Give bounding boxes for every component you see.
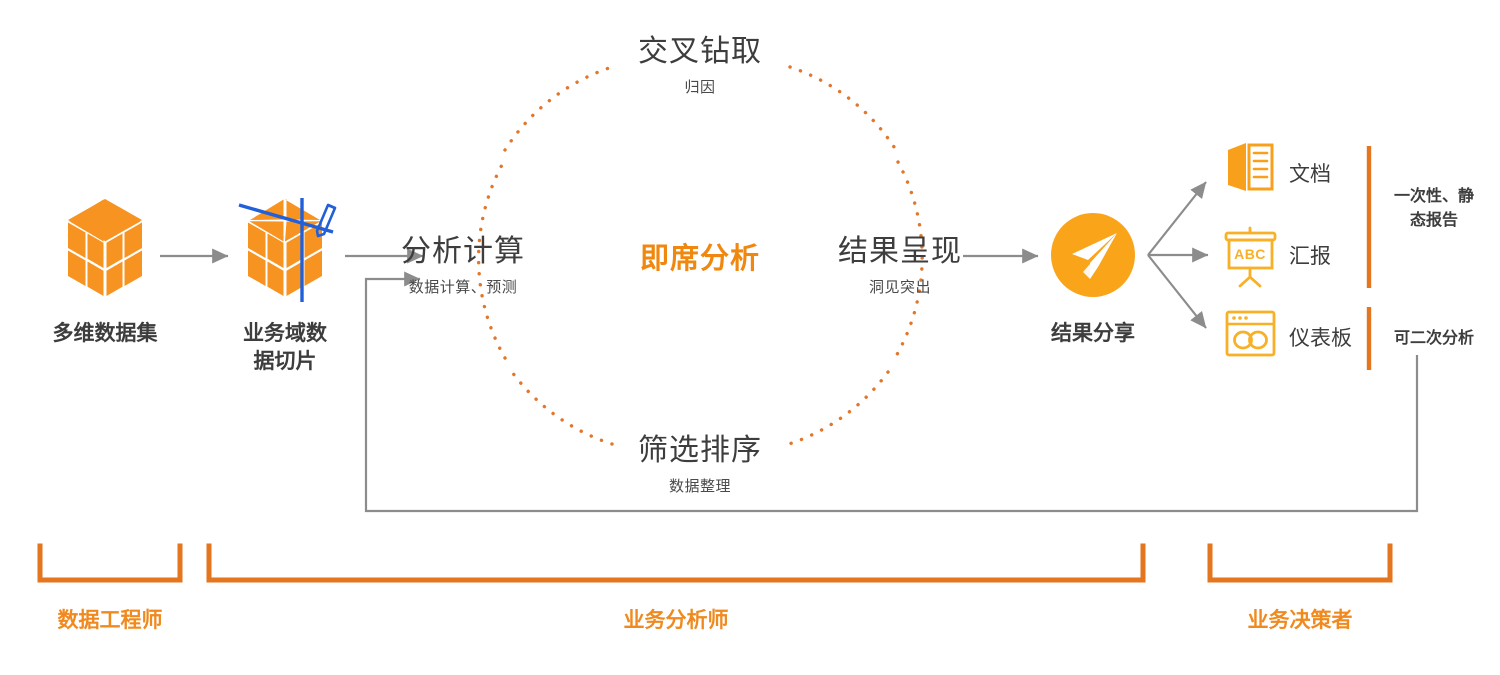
role-label-decision-maker: 业务决策者 [1247, 609, 1353, 632]
output-label-dashboard: 仪表板 [1289, 327, 1352, 350]
cube-slice-icon [238, 198, 337, 302]
note-static-report: 一次性、静 态报告 [1378, 185, 1490, 233]
cycle-stage-filter-sort-subtitle: 数据整理 [668, 478, 731, 495]
cycle-stage-filter-sort: 筛选排序 数据整理 [600, 425, 800, 496]
role-label-data-engineer: 数据工程师 [57, 609, 163, 632]
output-label-report: 汇报 [1289, 245, 1331, 268]
node-caption-slice-line1: 业务域数 [243, 322, 327, 345]
arc-top-left [503, 65, 614, 152]
paper-plane-icon [1051, 213, 1135, 297]
presentation-board-abc-icon [1224, 226, 1277, 288]
note-reanalyzable: 可二次分析 [1393, 330, 1474, 347]
arc-bottom-right [787, 370, 890, 446]
cycle-stage-present: 结果呈现 洞见突出 [800, 226, 1000, 297]
presentation-abc-text: ABC [1234, 246, 1266, 262]
node-caption-share: 结果分享 [1051, 322, 1135, 345]
arrow-share-to-document [1147, 181, 1207, 256]
cycle-stage-present-subtitle: 洞见突出 [868, 279, 931, 296]
node-caption-dataset: 多维数据集 [52, 322, 158, 345]
node-caption-slice: 业务域数 据切片 [205, 320, 365, 377]
cycle-stage-present-title: 结果呈现 [838, 235, 962, 268]
cycle-stage-analysis-title: 分析计算 [401, 235, 525, 268]
note-static-report-line1: 一次性、静 [1393, 188, 1474, 205]
cycle-stage-analysis-subtitle: 数据计算、预测 [408, 279, 518, 296]
role-label-business-analyst: 业务分析师 [623, 609, 729, 632]
feedback-loop-path [364, 271, 1419, 513]
cycle-stage-cross-drill: 交叉钻取 归因 [600, 26, 800, 97]
slice-line-diagonal [238, 203, 334, 234]
arc-bottom-left [510, 370, 614, 446]
cycle-stage-filter-sort-title: 筛选排序 [638, 434, 762, 467]
cycle-stage-cross-drill-subtitle: 归因 [684, 79, 716, 96]
bracket-business-analyst [206, 543, 1146, 583]
arrow-share-to-dashboard [1147, 254, 1207, 329]
note-static-report-line2: 态报告 [1409, 212, 1458, 229]
role-brackets [37, 543, 1393, 583]
open-book-icon [1228, 143, 1274, 191]
cycle-stage-analysis: 分析计算 数据计算、预测 [330, 226, 596, 297]
cube-icon [68, 199, 142, 296]
browser-link-icon [1225, 310, 1276, 357]
cycle-center-label: 即席分析 [639, 243, 760, 275]
arc-top-right [788, 65, 898, 152]
cycle-stage-cross-drill-title: 交叉钻取 [638, 35, 762, 68]
bracket-decision-maker [1207, 543, 1393, 583]
bracket-data-engineer [37, 543, 183, 583]
output-label-document: 文档 [1289, 163, 1331, 186]
node-caption-slice-line2: 据切片 [253, 350, 317, 374]
